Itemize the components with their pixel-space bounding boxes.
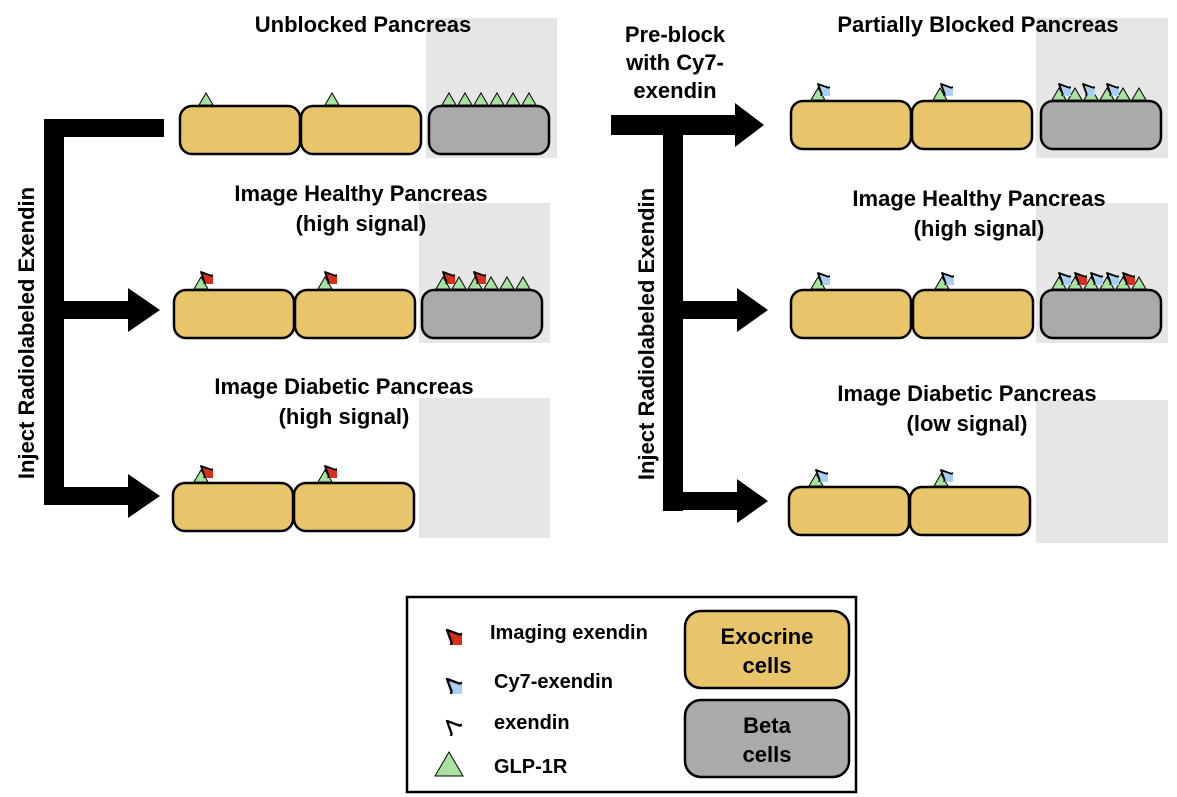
- legend-imaging-exendin-item: Imaging exendin: [445, 622, 648, 645]
- exocrine-cell: [787, 485, 911, 537]
- preblock-arrow: [611, 103, 764, 147]
- left-bottom-title-line1: Image Diabetic Pancreas: [214, 374, 473, 399]
- legend-beta-label-line2: cells: [743, 742, 792, 767]
- right-bottom-title-line1: Image Diabetic Pancreas: [837, 381, 1096, 406]
- right-bottom-title-line2: (low signal): [907, 411, 1028, 436]
- exocrine-cell: [293, 288, 417, 340]
- preblock-label-line1: Pre-block: [625, 22, 726, 47]
- left-middle-title-line1: Image Healthy Pancreas: [234, 181, 487, 206]
- exocrine-cell: [911, 288, 1035, 340]
- right-top-cells: [789, 99, 1163, 151]
- exocrine-swatch: [683, 609, 851, 690]
- legend-cy7-exendin-label: Cy7-exendin: [494, 671, 613, 693]
- exocrine-cell: [172, 288, 296, 340]
- right-side-label: Inject Radiolabeled Exendin: [634, 188, 659, 480]
- left-side-label: Inject Radiolabeled Exendin: [14, 187, 39, 479]
- legend-cy7-exendin-item: Cy7-exendin: [445, 671, 613, 694]
- legend-exendin-item: exendin: [445, 712, 570, 736]
- exocrine-cell: [910, 99, 1034, 151]
- beta-cell: [1039, 99, 1163, 151]
- legend-exocrine-label-line1: Exocrine: [721, 624, 814, 649]
- right-middle-title-line2: (high signal): [914, 216, 1045, 241]
- right-middle-title-line1: Image Healthy Pancreas: [852, 186, 1105, 211]
- right-branch-arrow: [663, 134, 768, 523]
- beta-cell: [427, 104, 551, 156]
- right-bottom-receptors: [808, 473, 949, 487]
- legend-beta-label-line1: Beta: [743, 713, 791, 738]
- preblock-label-line2: with Cy7-: [625, 50, 724, 75]
- beta-zone-right-bottom: [1036, 400, 1168, 543]
- left-top-receptors: [198, 92, 537, 106]
- left-middle-cells: [172, 288, 544, 340]
- legend-exocrine-label-line2: cells: [743, 653, 792, 678]
- legend-imaging-exendin-label: Imaging exendin: [490, 622, 648, 644]
- exocrine-cell: [789, 99, 913, 151]
- left-bottom-title-line2: (high signal): [279, 404, 410, 429]
- legend-beta-item: Beta cells: [683, 698, 851, 779]
- left-branch-arrow: [44, 119, 164, 518]
- legend-exendin-label: exendin: [494, 712, 570, 734]
- exocrine-cell: [789, 288, 913, 340]
- left-bottom-receptors: [193, 469, 333, 483]
- exocrine-cell: [292, 481, 416, 533]
- left-top-cells: [178, 104, 551, 156]
- glp1r-icon: [434, 751, 464, 777]
- legend-glp1r-item: GLP-1R: [434, 751, 568, 778]
- beta-cell: [420, 288, 544, 340]
- legend-glp1r-label: GLP-1R: [494, 756, 568, 778]
- preblock-label-line3: exendin: [633, 78, 716, 103]
- legend-exocrine-item: Exocrine cells: [683, 609, 851, 690]
- right-middle-cells: [789, 288, 1163, 340]
- beta-zone-left-bottom: [419, 398, 550, 538]
- beta-cell: [1039, 288, 1163, 340]
- exocrine-cell: [908, 485, 1032, 537]
- right-top-title: Partially Blocked Pancreas: [837, 12, 1118, 37]
- left-bottom-cells: [171, 481, 416, 533]
- right-bottom-cells: [787, 485, 1032, 537]
- exocrine-cell: [299, 104, 423, 156]
- left-top-title: Unblocked Pancreas: [255, 12, 471, 37]
- exocrine-cell: [171, 481, 295, 533]
- left-middle-title-line2: (high signal): [296, 211, 427, 236]
- beta-swatch: [683, 698, 851, 779]
- exocrine-cell: [178, 104, 302, 156]
